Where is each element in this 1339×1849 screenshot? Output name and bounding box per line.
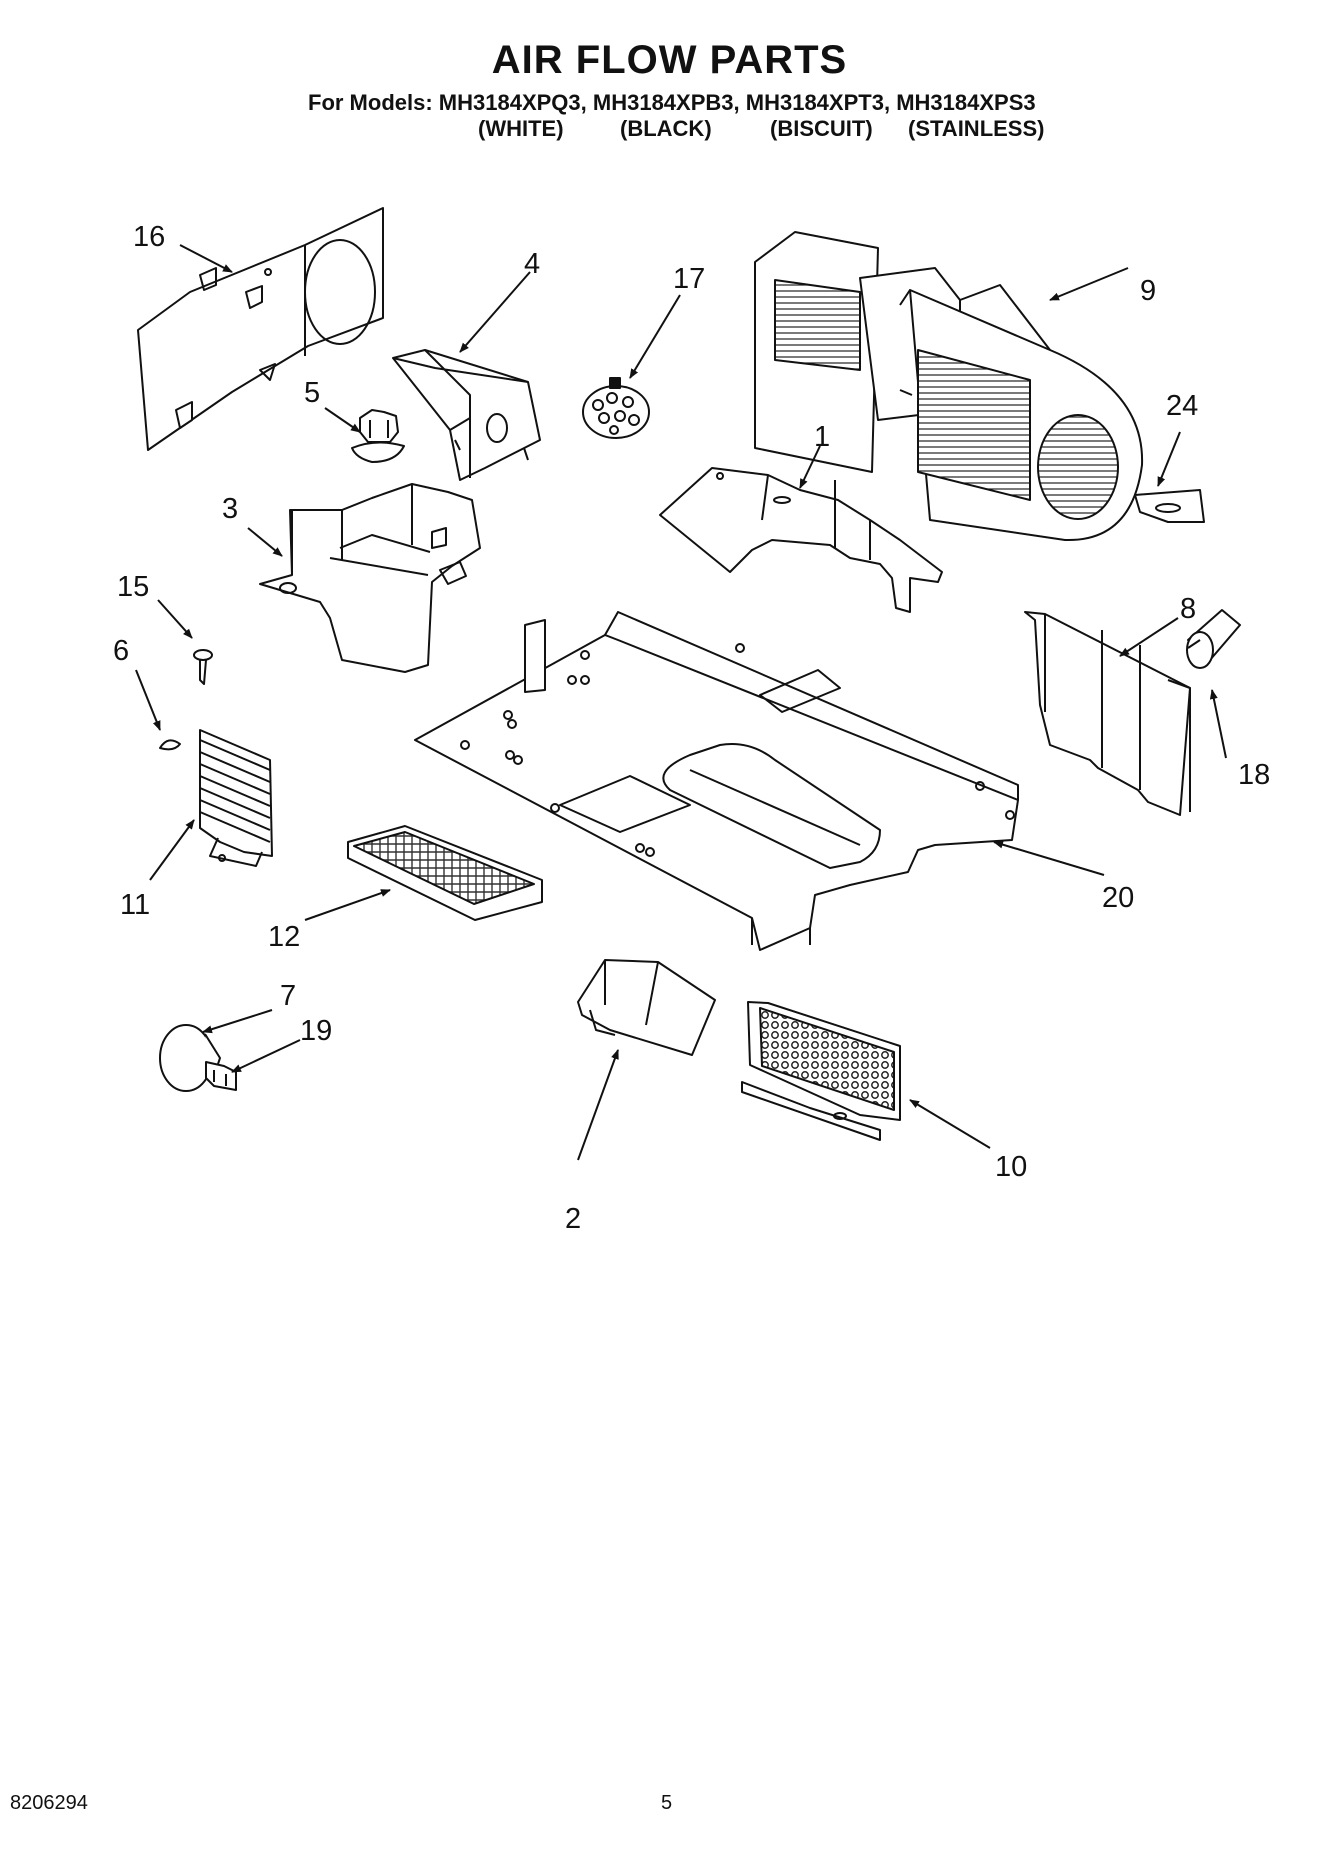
- color-stainless: (STAINLESS): [908, 116, 1045, 141]
- model-biscuit: MH3184XPT3,: [745, 90, 891, 115]
- callout-16: 16: [133, 221, 165, 253]
- part-11-grille: [199, 729, 273, 867]
- part-19-socket: [205, 1061, 237, 1091]
- leader-9: [1049, 267, 1129, 301]
- callout-3: 3: [222, 493, 238, 525]
- leader-lines: [135, 244, 1227, 1161]
- part-5-thermostat: [351, 409, 405, 463]
- callout-10: 10: [995, 1151, 1027, 1183]
- leader-2: [577, 1049, 619, 1161]
- leader-15: [157, 599, 193, 639]
- doc-number: 8206294: [10, 1792, 88, 1814]
- part-7-bulb: [159, 1024, 221, 1092]
- callout-1: 1: [814, 421, 830, 453]
- model-stainless: MH3184XPS3: [896, 90, 1036, 115]
- callout-4: 4: [524, 248, 540, 280]
- leader-17: [629, 294, 681, 379]
- leader-18: [1209, 689, 1227, 759]
- part-12-charcoal-filter: [347, 825, 543, 921]
- leader-12: [304, 889, 391, 921]
- leader-5: [324, 407, 361, 433]
- page-number: 5: [661, 1792, 673, 1814]
- color-black: (BLACK): [620, 116, 712, 141]
- callout-2: 2: [565, 1203, 581, 1235]
- callout-20: 20: [1102, 882, 1134, 914]
- part-10-mesh-filter: [741, 1001, 901, 1141]
- leader-1: [799, 445, 821, 489]
- models-line: For Models: MH3184XPQ3, MH3184XPB3, MH31…: [308, 90, 1036, 116]
- part-2-filter-cover: [577, 959, 716, 1056]
- callout-8: 8: [1180, 593, 1196, 625]
- part-17-fixture: [582, 377, 650, 439]
- color-white: (WHITE): [478, 116, 564, 141]
- callout-7: 7: [280, 980, 296, 1012]
- leader-24: [1157, 431, 1181, 487]
- part-15-screw: [193, 649, 213, 685]
- leader-10: [909, 1099, 991, 1149]
- part-1-baffle: [659, 467, 943, 613]
- part-20-base-plate: [414, 611, 1019, 951]
- part-18-capacitor: [1186, 609, 1241, 669]
- model-white: MH3184XPQ3,: [438, 90, 587, 115]
- callout-labels: 16 4 5 17 9 24 1 3 15 6 8 18 20 11 12 7 …: [113, 221, 1270, 1235]
- callout-5: 5: [304, 377, 320, 409]
- callout-11: 11: [120, 889, 150, 921]
- part-3-duct: [259, 483, 481, 673]
- part-8-side-panel: [1024, 611, 1191, 816]
- callout-15: 15: [117, 571, 149, 603]
- color-biscuit: (BISCUIT): [770, 116, 873, 141]
- leader-16: [179, 244, 233, 273]
- page-title: AIR FLOW PARTS: [491, 38, 848, 82]
- callout-6: 6: [113, 635, 129, 667]
- leader-8: [1119, 617, 1179, 657]
- callout-24: 24: [1166, 390, 1198, 422]
- callout-12: 12: [268, 921, 300, 953]
- part-24-plate: [1134, 489, 1205, 523]
- model-black: MH3184XPB3,: [592, 90, 740, 115]
- part-9-blower: [754, 231, 1144, 542]
- callout-18: 18: [1238, 759, 1270, 791]
- leader-3: [247, 527, 283, 557]
- leader-4: [459, 271, 531, 353]
- leader-19: [231, 1039, 301, 1073]
- callout-9: 9: [1140, 275, 1156, 307]
- part-6-clip: [159, 739, 181, 751]
- leader-7: [202, 1009, 273, 1034]
- leader-20: [993, 840, 1105, 876]
- callout-17: 17: [673, 263, 705, 295]
- models-prefix: For Models:: [308, 90, 433, 115]
- callout-19: 19: [300, 1015, 332, 1047]
- leader-11: [149, 819, 195, 881]
- part-16-panel: [137, 207, 384, 451]
- leader-6: [135, 669, 161, 731]
- part-4-bracket: [392, 349, 541, 481]
